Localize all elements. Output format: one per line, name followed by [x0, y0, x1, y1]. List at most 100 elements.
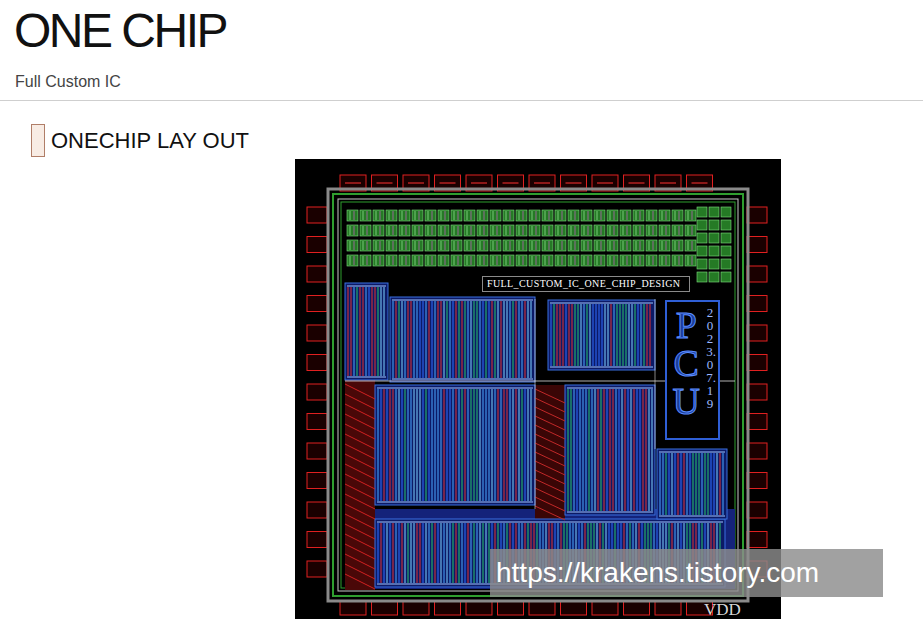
- cell-stripe: [493, 226, 494, 235]
- cell-stripe: [627, 226, 628, 235]
- cell-stripe: [558, 211, 559, 220]
- bond-pad: [655, 601, 681, 615]
- cell-stripe: [531, 389, 532, 501]
- bond-pad: [307, 355, 327, 371]
- cell-stripe: [363, 211, 364, 220]
- cell-stripe: [498, 301, 499, 378]
- cell-stripe: [584, 211, 585, 220]
- cell-stripe: [623, 211, 624, 220]
- cell-stripe: [640, 241, 641, 250]
- standard-cell: [464, 240, 475, 251]
- cell-stripe: [558, 241, 559, 250]
- standard-cell: [620, 240, 631, 251]
- pad-marking: [377, 183, 393, 184]
- cell-stripe: [393, 301, 394, 378]
- standard-cell: [373, 240, 384, 251]
- standard-cell: [490, 240, 501, 251]
- cell-stripe: [636, 211, 637, 220]
- cell-stripe: [387, 389, 388, 501]
- cell-stripe: [447, 301, 448, 378]
- cell-stripe: [510, 241, 511, 250]
- cell-stripe: [450, 301, 451, 378]
- standard-cell: [399, 255, 410, 266]
- pad-marking: [471, 183, 487, 184]
- cell-stripe: [622, 389, 623, 511]
- cell-stripe: [688, 211, 689, 220]
- cell-stripe: [405, 301, 406, 378]
- standard-cell: [697, 207, 707, 217]
- cell-stripe: [458, 226, 459, 235]
- pad-marking: [692, 183, 708, 184]
- cell-stripe: [545, 241, 546, 250]
- standard-cell: [360, 240, 371, 251]
- cell-stripe: [366, 287, 367, 376]
- bond-pad: [747, 414, 767, 430]
- cell-stripe: [649, 389, 650, 511]
- cell-stripe: [510, 211, 511, 220]
- cell-stripe: [607, 389, 608, 511]
- bond-pad: [592, 601, 618, 615]
- cell-stripe: [513, 389, 514, 501]
- cell-stripe: [620, 304, 621, 366]
- cell-stripe: [675, 241, 676, 250]
- cell-stripe: [653, 241, 654, 250]
- cell-stripe: [523, 211, 524, 220]
- pad-marking: [440, 183, 456, 184]
- routing-region: [345, 380, 375, 590]
- cell-stripe: [456, 389, 457, 501]
- cell-stripe: [681, 453, 682, 515]
- cell-stripe: [675, 453, 676, 515]
- cell-stripe: [510, 226, 511, 235]
- cell-stripe: [549, 211, 550, 220]
- cell-stripe: [384, 389, 385, 501]
- power-rail: [659, 452, 725, 453]
- standard-cell: [412, 210, 423, 221]
- cell-stripe: [575, 241, 576, 250]
- cell-stripe: [629, 304, 630, 366]
- standard-cell: [477, 225, 488, 236]
- cell-stripe: [423, 301, 424, 378]
- cell-stripe: [357, 287, 358, 376]
- power-rail: [347, 286, 386, 287]
- cell-stripe: [584, 304, 585, 366]
- cell-stripe: [584, 241, 585, 250]
- cell-stripe: [623, 304, 624, 366]
- cell-stripe: [636, 241, 637, 250]
- cell-stripe: [536, 256, 537, 265]
- cell-stripe: [378, 389, 379, 501]
- cell-stripe: [402, 301, 403, 378]
- cell-stripe: [367, 211, 368, 220]
- cell-stripe: [426, 389, 427, 501]
- cell-stripe: [506, 211, 507, 220]
- cell-stripe: [653, 211, 654, 220]
- standard-cell: [516, 255, 527, 266]
- standard-cell: [568, 225, 579, 236]
- cell-stripe: [614, 256, 615, 265]
- cell-stripe: [522, 389, 523, 501]
- cell-stripe: [389, 256, 390, 265]
- standard-cell: [672, 240, 683, 251]
- cell-stripe: [363, 287, 364, 376]
- cell-stripe: [690, 453, 691, 515]
- standard-cell: [412, 225, 423, 236]
- cell-stripe: [572, 304, 573, 366]
- cell-stripe: [601, 389, 602, 511]
- cell-stripe: [417, 523, 418, 583]
- cell-stripe: [458, 211, 459, 220]
- cell-stripe: [445, 256, 446, 265]
- cell-stripe: [584, 226, 585, 235]
- standard-cell: [516, 240, 527, 251]
- cell-stripe: [393, 256, 394, 265]
- cell-stripe: [679, 226, 680, 235]
- cell-stripe: [523, 241, 524, 250]
- cell-stripe: [406, 211, 407, 220]
- cell-stripe: [402, 211, 403, 220]
- cell-stripe: [608, 304, 609, 366]
- power-rail: [377, 522, 723, 523]
- cell-stripe: [571, 211, 572, 220]
- cell-stripe: [453, 389, 454, 501]
- logic-block: [657, 449, 727, 519]
- cell-stripe: [350, 226, 351, 235]
- design-title-box: FULL_CUSTOM_IC_ONE_CHIP_DESIGN: [482, 276, 690, 292]
- cell-stripe: [376, 241, 377, 250]
